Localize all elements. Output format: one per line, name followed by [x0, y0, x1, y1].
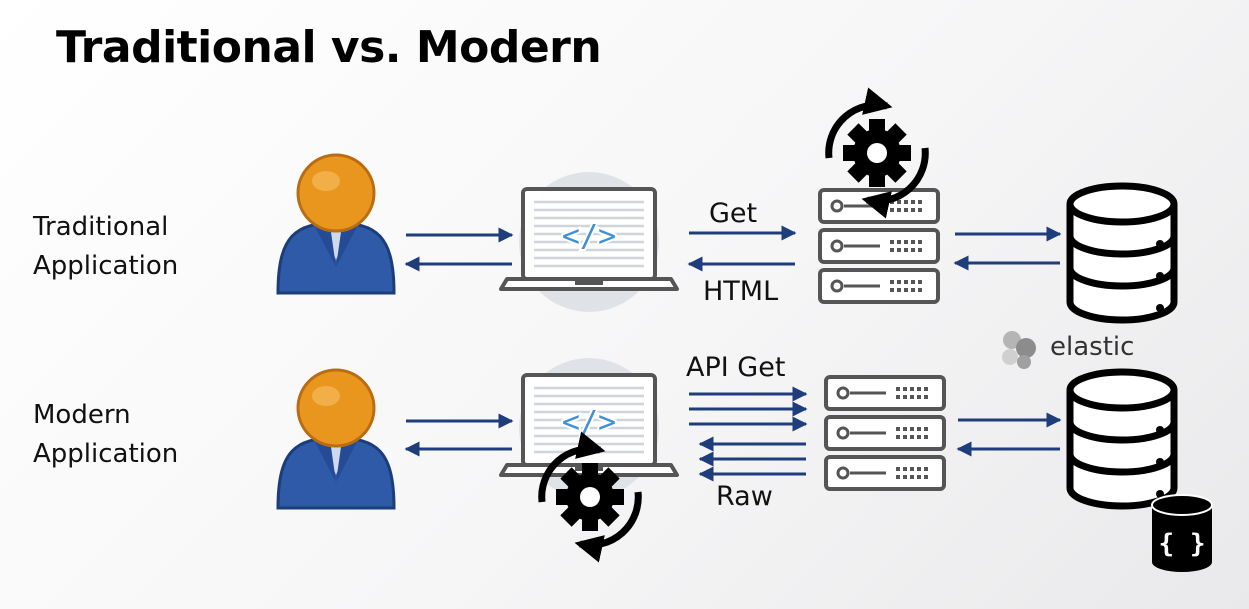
json-document-db-icon: { } [1151, 494, 1213, 572]
elastic-logo-icon [1002, 331, 1036, 369]
modern-server-icon [826, 377, 944, 489]
modern-label-line2: Application [33, 439, 179, 469]
traditional-database-icon [1070, 186, 1174, 320]
traditional-server-icon [820, 190, 938, 302]
modern-user-arrows [404, 413, 514, 457]
traditional-request-label: Get [709, 198, 758, 229]
traditional-user-icon [276, 153, 396, 295]
traditional-row-label: Traditional Application [33, 208, 178, 286]
traditional-user-arrows [404, 227, 514, 272]
traditional-server-arrows [687, 225, 797, 272]
svg-text:{ }: { } [1159, 529, 1206, 559]
modern-user-icon [276, 368, 396, 510]
modern-label-line1: Modern [33, 400, 131, 430]
traditional-label-line2: Application [33, 251, 179, 281]
modern-db-arrows [956, 412, 1062, 457]
modern-database-icon [1070, 372, 1174, 506]
traditional-label-line1: Traditional [33, 212, 169, 242]
traditional-db-arrows [953, 226, 1062, 271]
traditional-server-gear-cycle-icon [829, 105, 926, 201]
modern-server-arrows [689, 386, 808, 482]
traditional-laptop-icon [499, 170, 679, 314]
modern-response-label: Raw [716, 481, 773, 512]
modern-request-label: API Get [686, 352, 786, 383]
traditional-response-label: HTML [703, 276, 779, 307]
page-title: Traditional vs. Modern [56, 22, 602, 73]
elastic-brand-text: elastic [1050, 332, 1135, 362]
modern-row-label: Modern Application [33, 396, 178, 474]
